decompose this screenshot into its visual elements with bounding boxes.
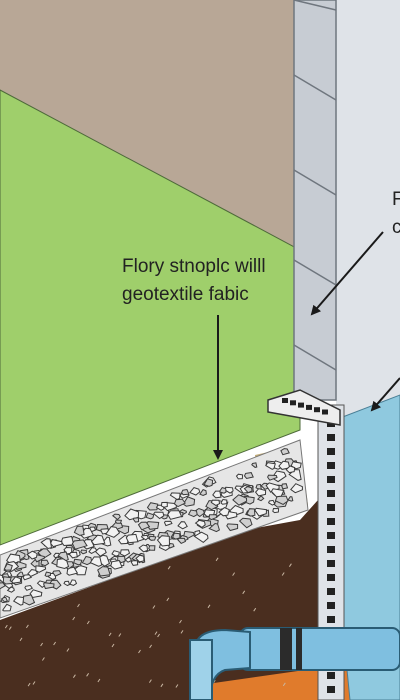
foundation-wall-right-face [336,0,400,440]
main-callout-line1: Flory stnoplc willl [122,256,266,277]
drainage-strip-dimples [327,420,335,693]
cap-dimples [282,398,328,415]
right-callout-line2: c [392,217,400,238]
gravel-stones [0,448,303,612]
arrow-diagonal-icon [310,231,384,316]
main-callout-line2: geotextile fabic [122,284,249,305]
lawn-slope [0,89,301,546]
right-callout-line1: F [392,189,400,210]
foundation-wall-block-column [293,0,337,401]
arrow-membrane-icon [370,377,400,412]
foundation-block-joints [293,0,337,371]
drain-pipe [189,627,400,700]
